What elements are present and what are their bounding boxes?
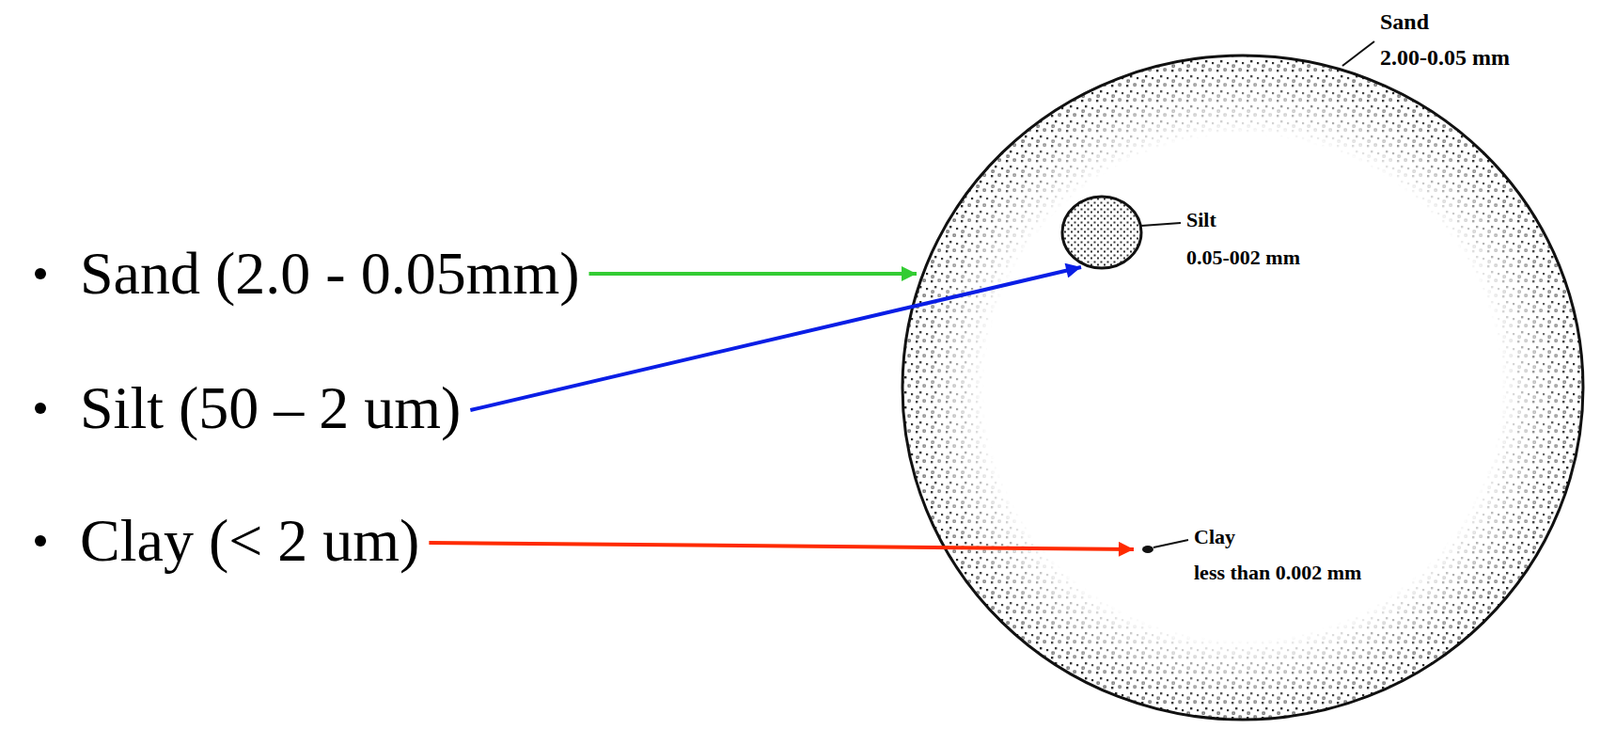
clay-dot <box>1141 544 1155 554</box>
particle-name: Clay <box>1193 518 1362 555</box>
bullet-item: Clay (< 2 um) <box>79 505 420 576</box>
silt-particle: Silt0.05-002 mm <box>1060 194 1144 270</box>
size-class-label: Sand (2.0 - 0.05mm) <box>79 238 581 309</box>
size-range: less than 0.002 mm <box>1193 554 1362 591</box>
particle-label: Clayless than 0.002 mm <box>1193 518 1362 591</box>
size-class-label: Clay (< 2 um) <box>79 505 420 576</box>
pointer-arrow <box>589 271 918 276</box>
leader-line <box>1342 41 1375 66</box>
bullet-item: Silt (50 – 2 um) <box>79 373 461 443</box>
size-range: 2.00-0.05 mm <box>1380 39 1510 76</box>
bullet-dot <box>34 534 47 547</box>
sand-particle: Sand2.00-0.05 mmSilt0.05-002 mmClayless … <box>899 52 1586 722</box>
particle-name: Silt <box>1186 201 1301 239</box>
bullet-dot <box>34 402 47 414</box>
size-range: 0.05-002 mm <box>1186 238 1301 277</box>
particle-label: Silt0.05-002 mm <box>1186 201 1301 277</box>
silt-circle <box>1060 194 1144 270</box>
bullet-item: Sand (2.0 - 0.05mm) <box>79 238 581 309</box>
particle-name: Sand <box>1380 3 1510 40</box>
clay-particle: Clayless than 0.002 mm <box>1141 544 1155 554</box>
particle-label: Sand2.00-0.05 mm <box>1380 3 1510 76</box>
sand-circle <box>899 52 1586 722</box>
bullet-dot <box>34 267 47 280</box>
size-class-label: Silt (50 – 2 um) <box>79 373 461 443</box>
